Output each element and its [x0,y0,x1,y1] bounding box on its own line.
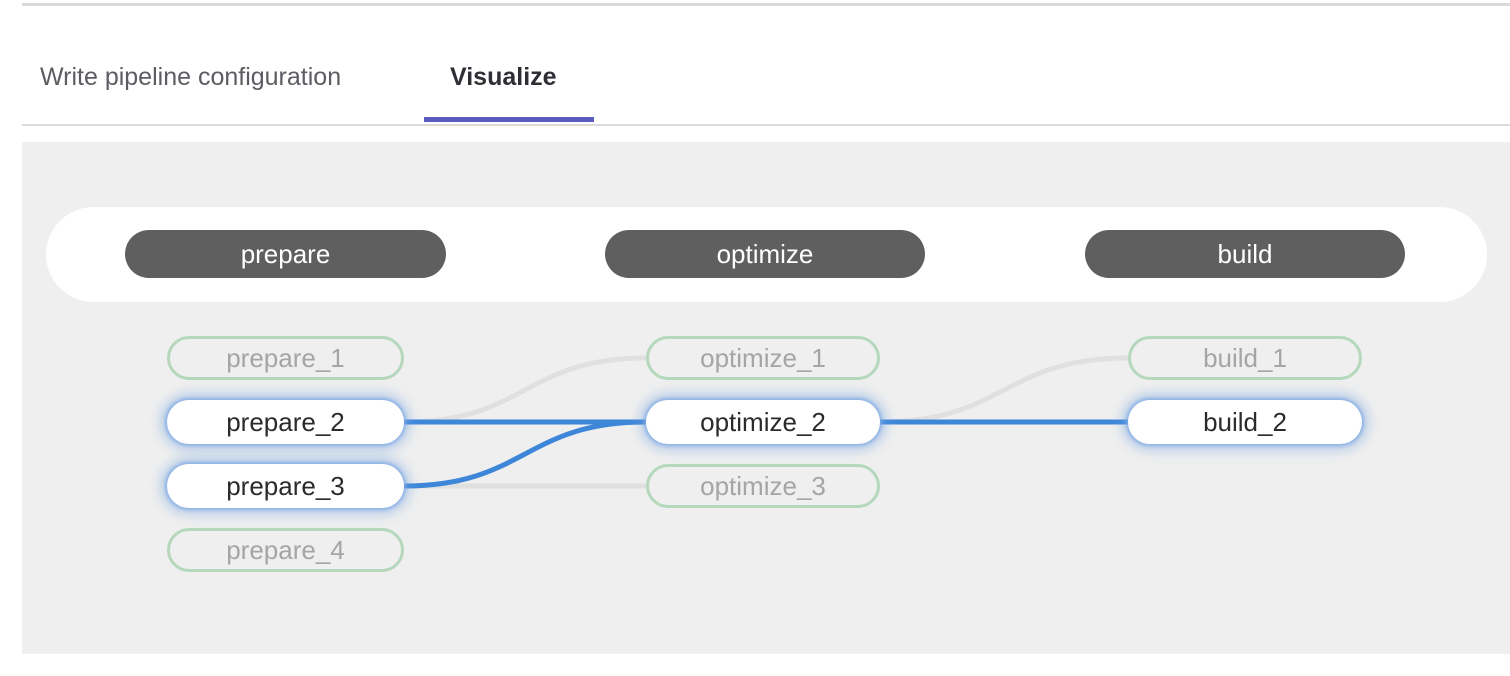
job-node-optimize_2[interactable]: optimize_2 [646,400,880,444]
tab-visualize[interactable]: Visualize [450,63,557,91]
job-node-build_1[interactable]: build_1 [1128,336,1362,380]
job-node-prepare_2[interactable]: prepare_2 [167,400,404,444]
stage-pill-build: build [1085,230,1405,278]
job-node-optimize_1[interactable]: optimize_1 [646,336,880,380]
active-tab-indicator [424,117,594,122]
stage-pill-optimize: optimize [605,230,925,278]
job-node-prepare_4[interactable]: prepare_4 [167,528,404,572]
tab-write-pipeline-configuration[interactable]: Write pipeline configuration [40,63,342,91]
job-links-layer [403,355,1129,489]
job-link-optimize_2-build_1 [879,355,1129,425]
job-link-prepare_2-optimize_1 [403,355,647,425]
job-node-prepare_1[interactable]: prepare_1 [167,336,404,380]
job-link-prepare_3-optimize_2 [403,419,647,489]
job-node-build_2[interactable]: build_2 [1128,400,1362,444]
job-node-optimize_3[interactable]: optimize_3 [646,464,880,508]
job-node-prepare_3[interactable]: prepare_3 [167,464,404,508]
tabs-bottom-border [22,124,1510,126]
stage-pill-prepare: prepare [125,230,446,278]
top-divider [22,3,1510,6]
